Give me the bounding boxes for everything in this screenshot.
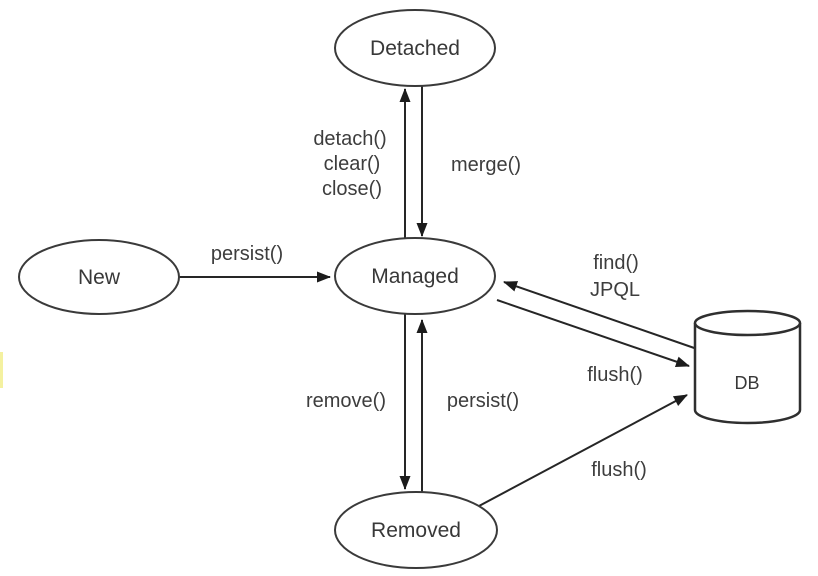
edge-label-find: find() bbox=[593, 252, 639, 274]
node-managed-shape bbox=[334, 237, 496, 315]
edge-db-to-managed-arrow bbox=[503, 281, 701, 351]
edge-label-remove: remove() bbox=[306, 390, 386, 412]
node-new-shape bbox=[18, 239, 180, 315]
db-cylinder-top bbox=[693, 309, 802, 337]
edge-label-flush-removed: flush() bbox=[591, 459, 647, 481]
edge-label-close: close() bbox=[322, 178, 382, 200]
edge-managed-to-db-arrow bbox=[496, 299, 690, 367]
node-removed-label: Removed bbox=[371, 519, 461, 542]
node-db-cylinder: DB bbox=[693, 309, 802, 425]
node-managed-label: Managed bbox=[371, 265, 459, 288]
edge-label-persist-removed: persist() bbox=[447, 390, 519, 412]
node-detached-shape bbox=[334, 9, 496, 87]
edge-label-clear: clear() bbox=[324, 153, 381, 175]
edge-label-persist-new: persist() bbox=[211, 243, 283, 265]
edge-label-detach: detach() bbox=[313, 128, 386, 150]
db-cylinder-body bbox=[693, 323, 802, 425]
left-edge-highlight-mark bbox=[0, 352, 3, 388]
node-db-label: DB bbox=[734, 373, 759, 393]
node-detached-label: Detached bbox=[370, 37, 460, 60]
edge-label-jpql: JPQL bbox=[590, 279, 640, 301]
node-removed-shape bbox=[334, 491, 498, 569]
edge-removed-to-db-arrow bbox=[478, 394, 688, 507]
node-new-label: New bbox=[78, 266, 121, 289]
edge-label-flush-managed: flush() bbox=[587, 364, 643, 386]
edge-label-merge: merge() bbox=[451, 154, 521, 176]
